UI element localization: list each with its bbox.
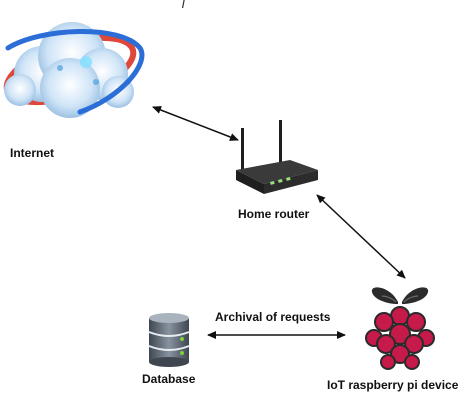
internet-label: Internet: [10, 146, 55, 160]
cloud-globe-icon: [3, 22, 145, 118]
database-label: Database: [142, 372, 196, 386]
router-icon: [236, 120, 318, 194]
edge-router-iot: [316, 194, 406, 279]
iot-device-label: IoT raspberry pi device: [327, 378, 459, 392]
database-icon: [148, 313, 190, 367]
edge-label-archival: Archival of requests: [215, 310, 331, 324]
clipped-text-fragment: ƒ: [180, 0, 188, 8]
raspberry-pi-icon: [365, 287, 435, 370]
router-label: Home router: [238, 207, 310, 221]
edge-internet-router: [152, 106, 239, 141]
